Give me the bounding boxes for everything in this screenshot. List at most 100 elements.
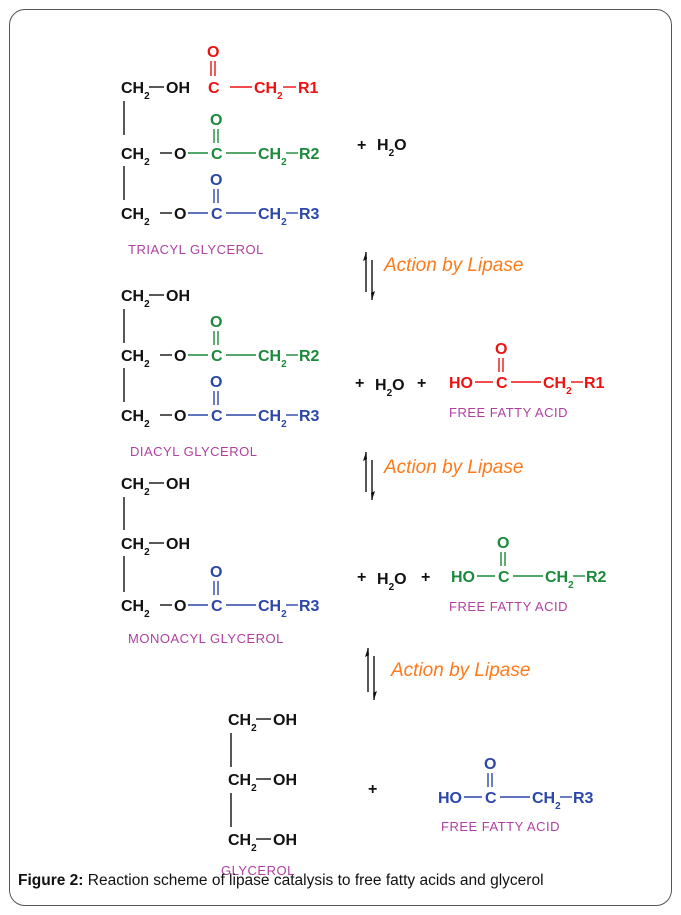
ch2-group: CH2 — [254, 80, 283, 102]
r-group: R2 — [299, 146, 320, 163]
carbonyl-carbon: C — [496, 375, 508, 392]
figure-frame — [9, 9, 672, 906]
figure-caption: Figure 2: Reaction scheme of lipase cata… — [18, 872, 668, 890]
ch2-group-sub: 2 — [144, 299, 150, 310]
ester-oxygen: O — [174, 146, 186, 163]
r-group: R2 — [299, 348, 320, 365]
hydroxyl: OH — [166, 476, 190, 493]
water-o: O — [394, 571, 406, 588]
ch2-group-sub: 2 — [144, 91, 150, 102]
carbonyl-carbon: C — [208, 80, 220, 97]
arrow-head-down — [371, 491, 375, 500]
hydroxyl: OH — [166, 288, 190, 305]
arrow-head-up — [363, 452, 367, 461]
ester-oxygen: O — [174, 408, 186, 425]
ch2-group: CH2 — [258, 598, 287, 620]
ch2-group-sub: 2 — [277, 91, 283, 102]
ch2-group: CH2 — [545, 569, 574, 591]
free-fatty-acid-label: FREE FATTY ACID — [449, 405, 568, 420]
action-by-lipase-label: Action by Lipase — [383, 457, 523, 478]
water-sub: 2 — [389, 148, 395, 159]
arrow-head-up — [363, 252, 367, 261]
carbonyl-oxygen: O — [210, 374, 222, 391]
ch2-group: CH2 — [121, 598, 150, 620]
ch2-group: CH2 — [258, 348, 287, 370]
carbonyl-carbon: C — [485, 790, 497, 807]
water-o: O — [392, 377, 404, 394]
glycerol-label: GLYCEROL — [221, 863, 295, 878]
plus-sign: + — [417, 375, 426, 392]
ch2-group: CH2 — [121, 348, 150, 370]
ester-oxygen: O — [174, 598, 186, 615]
ester-oxygen: O — [174, 206, 186, 223]
ch2-group-sub: 2 — [281, 359, 287, 370]
ch2-group: CH2 — [121, 536, 150, 558]
ch2-group-sub: 2 — [555, 801, 561, 812]
ch2-group-sub: 2 — [144, 547, 150, 558]
ch2-group: CH2 — [258, 206, 287, 228]
ester-oxygen: O — [174, 348, 186, 365]
carbonyl-oxygen: O — [484, 756, 496, 773]
r-group: R3 — [299, 206, 320, 223]
carbonyl-oxygen: O — [495, 341, 507, 358]
ch2-group-sub: 2 — [144, 419, 150, 430]
action-by-lipase-label: Action by Lipase — [383, 255, 523, 276]
r-group: R2 — [586, 569, 607, 586]
plus-sign: + — [421, 569, 430, 586]
carbonyl-carbon: C — [498, 569, 510, 586]
ch2-group-sub: 2 — [281, 419, 287, 430]
ch2-group: CH2 — [121, 80, 150, 102]
ch2-group-sub: 2 — [566, 386, 572, 397]
ch2-group-sub: 2 — [144, 359, 150, 370]
ch2-group-sub: 2 — [144, 157, 150, 168]
carbonyl-oxygen: O — [210, 172, 222, 189]
hydroxyl: OH — [166, 536, 190, 553]
caption-text: Reaction scheme of lipase catalysis to f… — [83, 872, 544, 889]
carbonyl-oxygen: O — [210, 564, 222, 581]
r-group: R1 — [298, 80, 319, 97]
ch2-group: CH2 — [228, 772, 257, 794]
ch2-group-sub: 2 — [281, 217, 287, 228]
carbonyl-carbon: C — [211, 348, 223, 365]
water-sub: 2 — [387, 388, 393, 399]
carbonyl-oxygen: O — [210, 112, 222, 129]
r-group: R3 — [299, 408, 320, 425]
carbonyl-carbon: C — [211, 206, 223, 223]
hydroxyl: OH — [273, 832, 297, 849]
r-group: R3 — [299, 598, 320, 615]
ch2-group: CH2 — [228, 712, 257, 734]
ch2-group: CH2 — [258, 146, 287, 168]
free-fatty-acid-label: FREE FATTY ACID — [441, 819, 560, 834]
ch2-group-sub: 2 — [281, 157, 287, 168]
plus-sign: + — [357, 137, 366, 154]
water: H2O — [377, 571, 407, 593]
carbonyl-carbon: C — [211, 408, 223, 425]
hydroxyl: OH — [273, 772, 297, 789]
hydroxyl: HO — [449, 375, 473, 392]
ch2-group: CH2 — [121, 146, 150, 168]
ch2-group: CH2 — [258, 408, 287, 430]
ch2-group-sub: 2 — [251, 723, 257, 734]
water-o: O — [394, 137, 406, 154]
hydroxyl: OH — [273, 712, 297, 729]
caption-label: Figure 2: — [18, 872, 84, 889]
ch2-group: CH2 — [532, 790, 561, 812]
carbonyl-carbon: C — [211, 146, 223, 163]
ch2-group: CH2 — [121, 288, 150, 310]
carbonyl-oxygen: O — [210, 314, 222, 331]
water: H2O — [377, 137, 407, 159]
plus-sign: + — [357, 569, 366, 586]
plus-sign: + — [368, 781, 377, 798]
water: H2O — [375, 377, 405, 399]
ch2-group-sub: 2 — [251, 783, 257, 794]
ch2-group: CH2 — [543, 375, 572, 397]
action-by-lipase-label: Action by Lipase — [390, 660, 530, 681]
plus-sign: + — [355, 375, 364, 392]
ch2-group: CH2 — [121, 408, 150, 430]
ch2-group-sub: 2 — [144, 609, 150, 620]
hydroxyl: HO — [438, 790, 462, 807]
free-fatty-acid-label: FREE FATTY ACID — [449, 599, 568, 614]
ch2-group-sub: 2 — [281, 609, 287, 620]
